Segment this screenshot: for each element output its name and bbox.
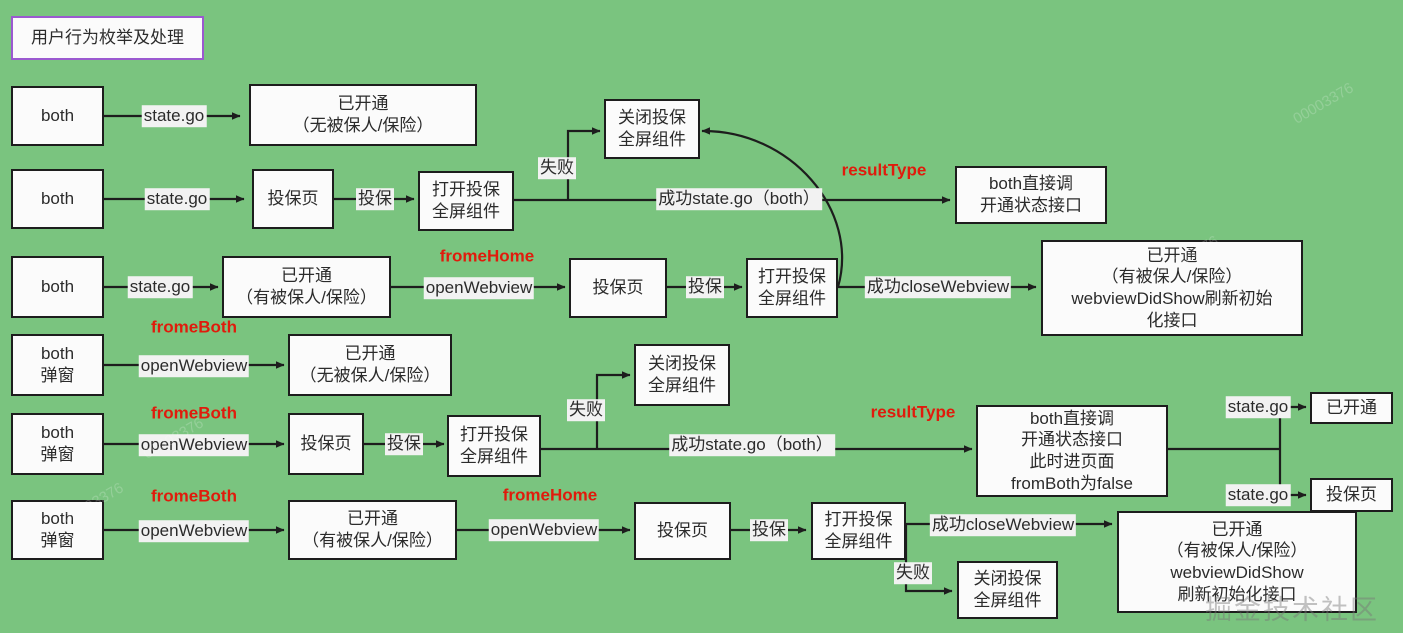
label-r2-toubao: 投保 xyxy=(356,188,394,210)
node-r5-both-popup[interactable]: both 弹窗 xyxy=(11,413,104,475)
accent-result-type-1: resultType xyxy=(841,160,927,180)
label-r3-success-close: 成功closeWebview xyxy=(864,276,1012,298)
accent-frome-home-1: fromeHome xyxy=(439,246,535,266)
label-r2-fail: 失败 xyxy=(538,157,576,179)
node-r4-open-no-insured[interactable]: 已开通 （无被保人/保险） xyxy=(288,334,452,396)
label-r3-toubao: 投保 xyxy=(686,276,724,298)
accent-frome-both-3: fromeBoth xyxy=(151,486,237,506)
watermark-faint-2: 00003376 xyxy=(1290,79,1357,128)
node-r6-both-popup[interactable]: both 弹窗 xyxy=(11,500,104,560)
diagram-title: 用户行为枚举及处理 xyxy=(11,16,204,60)
label-r2-state-go: state.go xyxy=(144,188,210,210)
node-r5-close-component[interactable]: 关闭投保 全屏组件 xyxy=(634,344,730,406)
node-r2-open-component[interactable]: 打开投保 全屏组件 xyxy=(418,171,514,231)
label-r6-fail: 失败 xyxy=(894,562,932,584)
node-r4-both-popup[interactable]: both 弹窗 xyxy=(11,334,104,396)
node-r5-page-small[interactable]: 投保页 xyxy=(1310,478,1393,512)
label-r5-success: 成功state.go（both） xyxy=(669,434,835,456)
label-r3-state-go: state.go xyxy=(127,276,193,298)
label-r5-open-webview: openWebview xyxy=(138,434,250,456)
node-r5-insurance-page[interactable]: 投保页 xyxy=(288,413,364,475)
node-r1-both[interactable]: both xyxy=(11,86,104,146)
node-r2-insurance-page[interactable]: 投保页 xyxy=(252,169,334,229)
node-r3-open-component[interactable]: 打开投保 全屏组件 xyxy=(746,258,838,318)
node-r6-open-component[interactable]: 打开投保 全屏组件 xyxy=(811,502,906,560)
node-r1-close-component[interactable]: 关闭投保 全屏组件 xyxy=(604,99,700,159)
node-r3-insurance-page[interactable]: 投保页 xyxy=(569,258,667,318)
label-r5-state-go-top: state.go xyxy=(1225,396,1291,418)
accent-frome-both-1: fromeBoth xyxy=(151,317,237,337)
node-r5-open-small[interactable]: 已开通 xyxy=(1310,392,1393,424)
label-r3-open-webview: openWebview xyxy=(423,277,535,299)
label-r5-state-go-bottom: state.go xyxy=(1225,484,1291,506)
node-r3-open-has-insured[interactable]: 已开通 （有被保人/保险） xyxy=(222,256,391,318)
label-r5-fail: 失败 xyxy=(567,399,605,421)
accent-result-type-2: resultType xyxy=(870,402,956,422)
label-r1-state-go: state.go xyxy=(141,105,207,127)
label-r6-toubao: 投保 xyxy=(750,519,788,541)
node-r6-insurance-page[interactable]: 投保页 xyxy=(634,502,731,560)
label-r2-success: 成功state.go（both） xyxy=(656,188,822,210)
label-r4-open-webview: openWebview xyxy=(138,355,250,377)
node-r3-both[interactable]: both xyxy=(11,256,104,318)
label-r6-open-webview2: openWebview xyxy=(488,519,600,541)
label-r6-success-close: 成功closeWebview xyxy=(929,514,1077,536)
node-r3-open-refresh[interactable]: 已开通 （有被保人/保险） webviewDidShow刷新初始 化接口 xyxy=(1041,240,1303,336)
node-r1-open-no-insured[interactable]: 已开通 （无被保人/保险） xyxy=(249,84,477,146)
node-r6-open-has-insured[interactable]: 已开通 （有被保人/保险） xyxy=(288,500,457,560)
accent-frome-home-2: fromeHome xyxy=(502,485,598,505)
node-r2-both[interactable]: both xyxy=(11,169,104,229)
accent-frome-both-2: fromeBoth xyxy=(151,403,237,423)
node-r6-close-component[interactable]: 关闭投保 全屏组件 xyxy=(957,561,1058,619)
label-r5-toubao: 投保 xyxy=(385,433,423,455)
node-r2-both-direct-call[interactable]: both直接调 开通状态接口 xyxy=(955,166,1107,224)
node-r5-open-component[interactable]: 打开投保 全屏组件 xyxy=(447,415,541,477)
label-r6-open-webview: openWebview xyxy=(138,520,250,542)
node-r6-open-refresh[interactable]: 已开通 （有被保人/保险） webviewDidShow 刷新初始化接口 xyxy=(1117,511,1357,613)
node-r5-both-direct-call[interactable]: both直接调 开通状态接口 此时进页面 fromBoth为false xyxy=(976,405,1168,497)
